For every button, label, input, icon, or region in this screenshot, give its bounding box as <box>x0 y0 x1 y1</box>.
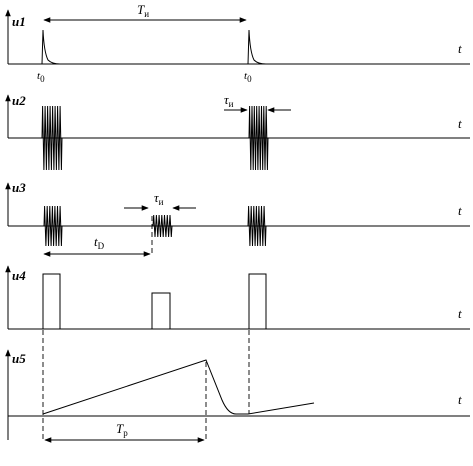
axis-label-u5: u5 <box>12 351 26 366</box>
t-label-u5: t <box>458 392 462 407</box>
u4-pulse-left <box>42 273 61 329</box>
axis-u5 <box>5 349 470 440</box>
u3-burst-middle <box>152 214 173 238</box>
u3-burst-left <box>43 205 63 247</box>
u3-tau-label: τи <box>154 190 164 207</box>
axis-u4 <box>5 265 470 330</box>
axis-label-u3: u3 <box>12 180 26 195</box>
period-label: Tи <box>137 2 149 19</box>
axis-u2 <box>5 94 470 139</box>
t-label-u1: t <box>458 41 462 56</box>
axis-u3 <box>5 182 470 227</box>
t-label-u2: t <box>458 116 462 131</box>
axis-label-u2: u2 <box>12 93 26 108</box>
t0-label-left: t0 <box>37 70 45 84</box>
t-label-u4: t <box>458 306 462 321</box>
axis-label-u1: u1 <box>12 14 26 29</box>
u1-spike-right <box>247 29 267 65</box>
t0-label-right: t0 <box>244 70 252 84</box>
axis-label-u4: u4 <box>12 268 26 283</box>
u4-pulse-right <box>248 273 267 329</box>
delay-label: tD <box>94 234 105 251</box>
ramp-period-label: Tp <box>116 421 128 438</box>
t-label-u3: t <box>458 203 462 218</box>
axis-u1 <box>5 9 470 65</box>
u4-pulse-middle <box>151 292 171 329</box>
u3-bursts <box>43 205 267 247</box>
u2-burst-left <box>41 105 63 171</box>
u5-ramp <box>42 359 315 415</box>
u3-burst-right <box>247 205 267 247</box>
u2-bursts <box>41 105 269 171</box>
u2-burst-right <box>248 105 269 171</box>
u1-spike-left <box>41 29 61 65</box>
u2-tau-label: τи <box>224 92 234 109</box>
